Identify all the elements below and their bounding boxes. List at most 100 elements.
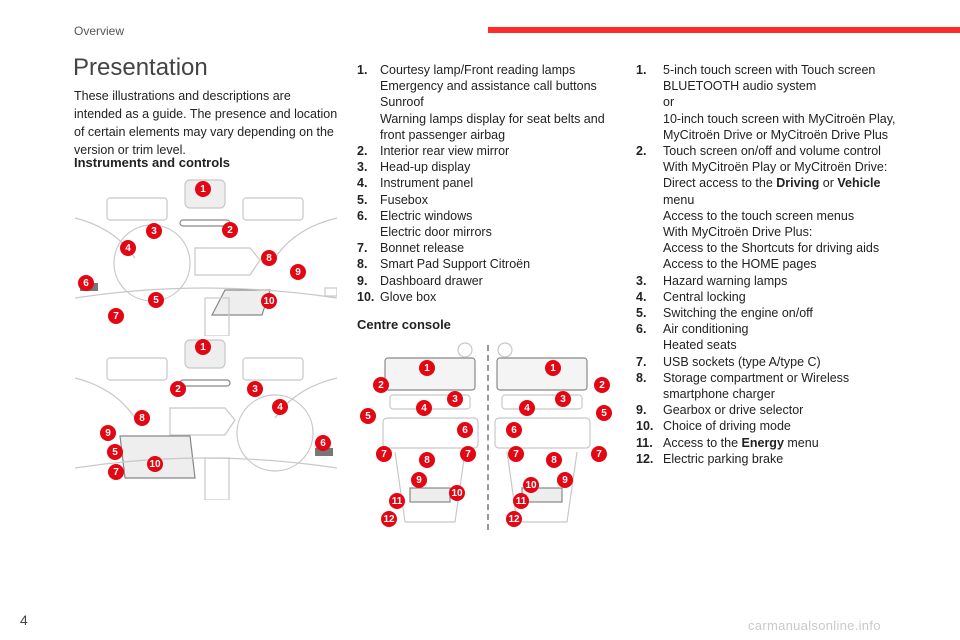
section-header: Overview	[74, 24, 125, 38]
callout-marker: 8	[419, 452, 435, 468]
intro-paragraph: These illustrations and descriptions are…	[74, 89, 338, 157]
legend-line: Head-up display	[380, 160, 471, 175]
legend-item: 2.Interior rear view mirror	[357, 143, 605, 159]
callout-marker: 7	[460, 446, 476, 462]
legend-line: Glove box	[380, 289, 437, 304]
callout-marker: 4	[272, 399, 288, 415]
legend-item: 10.Glove box	[357, 289, 605, 305]
callout-marker: 3	[146, 223, 162, 239]
legend-line: Central locking	[663, 289, 746, 304]
callout-marker: 4	[120, 240, 136, 256]
legend-line: Choice of driving mode	[663, 419, 791, 434]
callout-marker: 7	[376, 446, 392, 462]
legend-line: BLUETOOTH audio system	[663, 79, 817, 94]
legend-line: With MyCitroën Play or MyCitroën Drive:	[663, 160, 888, 175]
legend-number: 6.	[357, 208, 368, 223]
callout-marker: 10	[147, 456, 163, 472]
legend-number: 8.	[357, 257, 368, 272]
legend-item: 10.Choice of driving mode	[636, 418, 896, 434]
console-heading: Centre console	[357, 317, 451, 332]
legend-item: 4. Instrument panel	[357, 175, 605, 191]
legend-line: smartphone charger	[663, 387, 775, 402]
legend-number: 7.	[636, 354, 647, 369]
legend-line: Electric windows	[380, 208, 473, 223]
legend-item: 12. Electric parking brake	[636, 451, 896, 467]
page-title: Presentation	[73, 54, 208, 81]
callout-marker: 1	[195, 339, 211, 355]
callout-marker: 9	[557, 472, 573, 488]
legend-number: 8.	[636, 370, 647, 385]
legend-number: 4.	[357, 176, 368, 191]
legend-item: 8. Storage compartment or Wireless smartph…	[636, 370, 896, 402]
callout-marker: 8	[261, 250, 277, 266]
callout-marker: 1	[195, 181, 211, 197]
callout-marker: 2	[170, 381, 186, 397]
callout-marker: 2	[222, 222, 238, 238]
legend-line: Switching the engine on/off	[663, 306, 813, 321]
legend-line: 5-inch touch screen with Touch screen	[663, 63, 876, 77]
instruments-heading: Instruments and controls	[74, 155, 231, 170]
console-divider	[487, 345, 489, 530]
legend-number: 12.	[636, 451, 654, 466]
legend-line: MyCitroën Drive or MyCitroën Drive Plus	[663, 127, 889, 142]
legend-item: 5.Fusebox	[357, 192, 605, 208]
callout-marker: 5	[148, 292, 164, 308]
callout-marker: 10	[449, 485, 465, 501]
legend-number: 6.	[636, 322, 647, 337]
callout-marker: 2	[594, 377, 610, 393]
legend-line: Instrument panel	[380, 176, 474, 191]
callout-marker: 5	[107, 444, 123, 460]
callout-marker: 4	[416, 400, 432, 416]
legend-line: With MyCitroën Drive Plus:	[663, 225, 813, 240]
callout-marker: 3	[555, 391, 571, 407]
callout-marker: 3	[447, 391, 463, 407]
callout-marker: 7	[508, 446, 524, 462]
callout-marker: 11	[513, 493, 529, 509]
legend-line: Air conditioning	[663, 322, 749, 337]
legend-line: or	[663, 95, 675, 110]
legend-number: 5.	[636, 306, 647, 321]
callout-marker: 9	[411, 472, 427, 488]
legend-item: 11.Access to the Energy menu	[636, 435, 896, 451]
legend-item: 9.Gearbox or drive selector	[636, 402, 896, 418]
watermark: carmanualsonline.info	[748, 618, 881, 633]
legend-line: Access to the HOME pages	[663, 257, 817, 272]
legend-number: 2.	[636, 144, 647, 159]
legend-line: Access to the Shortcuts for driving aids	[663, 241, 880, 256]
legend-number: 9.	[357, 273, 368, 288]
callout-marker: 12	[381, 511, 397, 527]
legend-line: Storage compartment or Wireless	[663, 370, 850, 385]
callout-marker: 7	[108, 464, 124, 480]
callout-marker: 12	[506, 511, 522, 527]
callout-marker: 6	[315, 435, 331, 451]
legend-line: menu	[663, 192, 695, 207]
legend-line: Touch screen on/off and volume control	[663, 144, 881, 159]
legend-number: 7.	[357, 241, 368, 256]
callout-marker: 10	[523, 477, 539, 493]
callout-marker: 4	[519, 400, 535, 416]
legend-line: Heated seats	[663, 338, 737, 353]
callout-marker: 5	[360, 408, 376, 424]
legend-number: 2.	[357, 144, 368, 159]
legend-line: Courtesy lamp/Front reading lamps	[380, 63, 576, 77]
legend-line: Direct access to the Driving or Vehicle	[663, 176, 881, 191]
legend-line: 10-inch touch screen with MyCitroën Play…	[663, 111, 896, 126]
legend-line: Emergency and assistance call buttons	[380, 79, 597, 94]
callout-marker: 6	[457, 422, 473, 438]
legend-number: 3.	[636, 273, 647, 288]
legend-item: 4.Central locking	[636, 289, 896, 305]
legend-number: 11.	[636, 435, 653, 450]
legend-line: Electric parking brake	[663, 451, 784, 466]
legend-line: Sunroof	[380, 95, 424, 110]
legend-number: 5.	[357, 192, 368, 207]
legend-item: 5. Switching the engine on/off	[636, 305, 896, 321]
legend-number: 3.	[357, 160, 368, 175]
legend-line: Dashboard drawer	[380, 273, 483, 288]
callout-marker: 9	[100, 425, 116, 441]
legend-line: Hazard warning lamps	[663, 273, 788, 288]
